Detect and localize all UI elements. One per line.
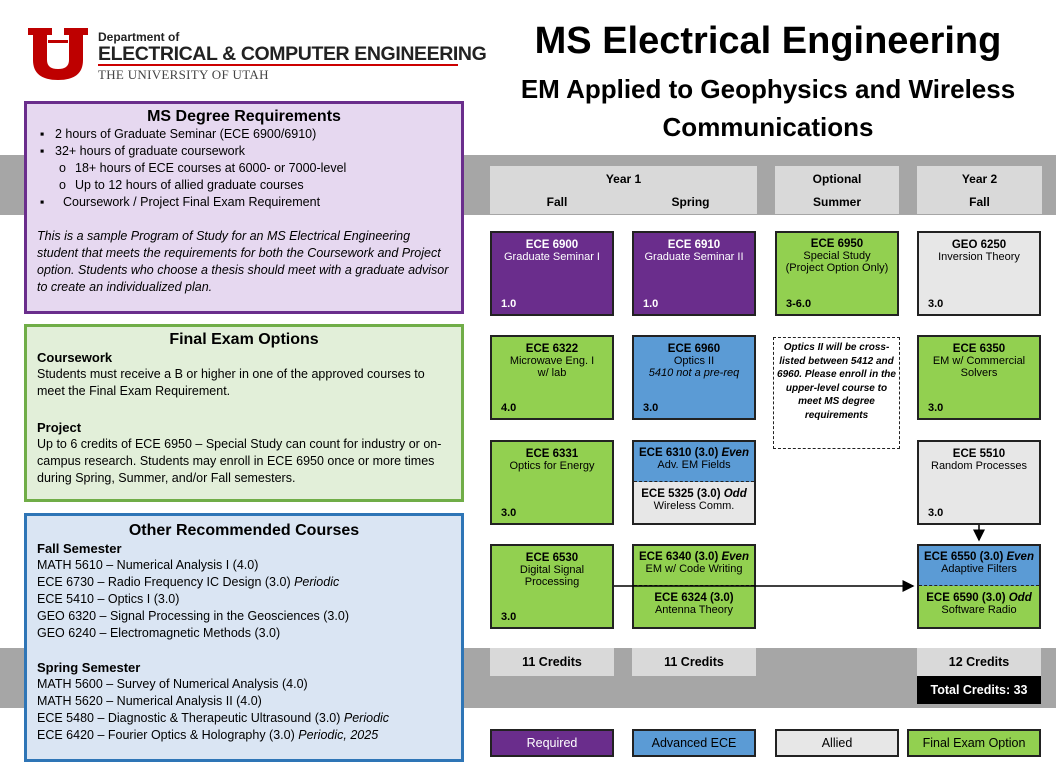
header-fall2: Fall	[969, 195, 990, 209]
spring-course-item: MATH 5600 – Survey of Numerical Analysis…	[37, 677, 308, 691]
logo-department-line: Department of	[98, 30, 180, 44]
course-ece-6350[interactable]: ECE 6350 EM w/ Commercial Solvers 3.0	[917, 335, 1041, 420]
course-ece-6340[interactable]: ECE 6340 (3.0) Even EM w/ Code Writing	[634, 546, 754, 586]
course-ece-6310-5325[interactable]: ECE 6310 (3.0) Even Adv. EM Fields ECE 5…	[632, 440, 756, 525]
requirement-item: 32+ hours of graduate coursework	[37, 143, 451, 160]
legend-allied: Allied	[775, 729, 899, 757]
course-ece-6900[interactable]: ECE 6900 Graduate Seminar I 1.0	[490, 231, 614, 316]
coursework-text: Students must receive a B or higher in o…	[37, 367, 425, 398]
coursework-title: Coursework	[37, 350, 113, 365]
credits-fall-year2: 12 Credits	[917, 648, 1041, 676]
project-title: Project	[37, 420, 82, 435]
total-credits: Total Credits: 33	[917, 676, 1041, 704]
optics-note: Optics II will be cross-listed between 5…	[773, 337, 900, 449]
logo-department-name: ELECTRICAL & COMPUTER ENGINEERING	[98, 43, 487, 65]
requirement-subitem: Up to 12 hours of allied graduate course…	[37, 177, 451, 194]
course-ece-6910[interactable]: ECE 6910 Graduate Seminar II 1.0	[632, 231, 756, 316]
course-ece-6324[interactable]: ECE 6324 (3.0) Antenna Theory	[654, 592, 734, 616]
logo-divider	[98, 64, 458, 66]
course-ece-5325[interactable]: ECE 5325 (3.0) Odd Wireless Comm.	[641, 488, 747, 512]
page-title: MS Electrical Engineering	[534, 20, 1002, 62]
credits-spring-year1: 11 Credits	[632, 648, 756, 676]
course-ece-6331[interactable]: ECE 6331 Optics for Energy 3.0	[490, 440, 614, 525]
project-text: Up to 6 credits of ECE 6950 – Special St…	[37, 437, 442, 485]
course-ece-6950[interactable]: ECE 6950 Special Study (Project Option O…	[775, 231, 899, 316]
spring-course-item: MATH 5620 – Numerical Analysis II (4.0)	[37, 694, 262, 708]
header-fall: Fall	[546, 195, 568, 209]
header-year1: Year 1 Fall Spring	[490, 166, 757, 214]
requirement-subitem: 18+ hours of ECE courses at 6000- or 700…	[37, 160, 451, 177]
fall-course-item: GEO 6240 – Electromagnetic Methods (3.0)	[37, 626, 281, 640]
logo-university-name: THE UNIVERSITY OF UTAH	[98, 67, 269, 82]
header-summer: Summer	[812, 195, 862, 209]
requirement-item: Coursework / Project Final Exam Requirem…	[37, 194, 451, 211]
course-ece-5510[interactable]: ECE 5510 Random Processes 3.0	[917, 440, 1041, 525]
fall-course-item: GEO 6320 – Signal Processing in the Geos…	[37, 609, 349, 623]
course-ece-6550-6590[interactable]: ECE 6550 (3.0) Even Adaptive Filters ECE…	[917, 544, 1041, 629]
fall-course-item: ECE 6730 – Radio Frequency IC Design (3.…	[37, 575, 340, 589]
fall-course-item: ECE 5410 – Optics I (3.0)	[37, 592, 180, 606]
fall-semester-title: Fall Semester	[37, 541, 122, 556]
header-spring: Spring	[671, 195, 710, 209]
requirement-item: 2 hours of Graduate Seminar (ECE 6900/69…	[37, 126, 451, 143]
course-ece-6960[interactable]: ECE 6960 Optics II 5410 not a pre-req 3.…	[632, 335, 756, 420]
final-exam-panel: Final Exam Options Coursework Students m…	[24, 324, 464, 502]
course-ece-6322[interactable]: ECE 6322 Microwave Eng. I w/ lab 4.0	[490, 335, 614, 420]
course-geo-6250[interactable]: GEO 6250 Inversion Theory 3.0	[917, 231, 1041, 316]
legend-required: Required	[490, 729, 614, 757]
final-exam-heading: Final Exam Options	[169, 331, 319, 348]
degree-requirements-heading: MS Degree Requirements	[147, 108, 341, 125]
other-courses-panel: Other Recommended Courses Fall Semester …	[24, 513, 464, 762]
course-ece-6310[interactable]: ECE 6310 (3.0) Even Adv. EM Fields	[634, 442, 754, 482]
header-optional: Optional Summer	[775, 166, 899, 214]
program-note: This is a sample Program of Study for an…	[37, 229, 449, 294]
spring-course-item: ECE 6420 – Fourier Optics & Holography (…	[37, 728, 379, 742]
legend-final-exam-option: Final Exam Option	[907, 729, 1041, 757]
legend-advanced-ece: Advanced ECE	[632, 729, 756, 757]
spring-course-item: ECE 5480 – Diagnostic & Therapeutic Ultr…	[37, 711, 390, 725]
course-ece-6590[interactable]: ECE 6590 (3.0) Odd Software Radio	[926, 592, 1032, 616]
page-subtitle-line1: EM Applied to Geophysics and Wireless	[520, 74, 1016, 104]
other-courses-heading: Other Recommended Courses	[128, 522, 360, 539]
credits-fall-year1: 11 Credits	[490, 648, 614, 676]
university-u-logo	[26, 26, 90, 82]
course-ece-6550[interactable]: ECE 6550 (3.0) Even Adaptive Filters	[919, 546, 1039, 586]
course-ece-6530[interactable]: ECE 6530 Digital Signal Processing 3.0	[490, 544, 614, 629]
spring-semester-title: Spring Semester	[37, 660, 141, 675]
header-year2: Year 2 Fall	[917, 166, 1042, 214]
page-subtitle-line2: Communications	[662, 112, 874, 142]
fall-course-item: MATH 5610 – Numerical Analysis I (4.0)	[37, 558, 259, 572]
degree-requirements-panel: MS Degree Requirements 2 hours of Gradua…	[24, 101, 464, 314]
